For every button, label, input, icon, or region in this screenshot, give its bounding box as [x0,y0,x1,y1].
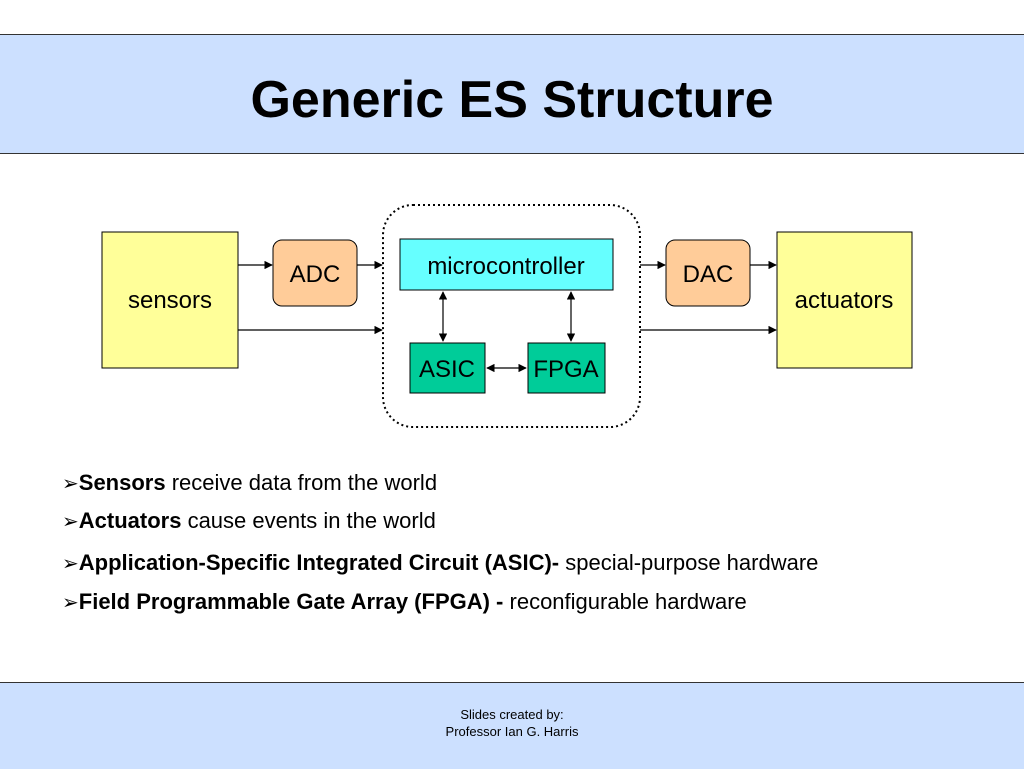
bullet-term: Actuators [78,508,182,533]
bullet-term: Field Programmable Gate Array (FPGA) - [78,589,504,614]
bullet-item: ➢Field Programmable Gate Array (FPGA) - … [62,589,747,615]
bullet-term: Sensors [78,470,166,495]
actuators-box [776,231,913,369]
footer-credits: Slides created by: Professor Ian G. Harr… [0,706,1024,740]
adc-label: ADC [290,261,341,288]
microcontroller-box [399,238,614,291]
asic-box [409,342,486,394]
microcontroller-label: microcontroller [427,253,584,280]
footer-bar [0,682,1024,769]
sensors-label: sensors [128,287,212,314]
footer-line-1: Slides created by: [460,707,564,722]
adc-box [272,239,358,307]
actuators-label: actuators [795,287,894,314]
bullet-term: Application-Specific Integrated Circuit … [78,550,560,575]
bullet-description: special-purpose hardware [559,550,819,575]
bullet-item: ➢Sensors receive data from the world [62,470,437,496]
fpga-box [527,342,606,394]
title-bar [0,34,1024,154]
processing-boundary [382,204,641,428]
bullet-item: ➢Actuators cause events in the world [62,508,436,534]
arrow-bullet-icon: ➢ [62,592,79,614]
bullet-description: reconfigurable hardware [503,589,747,614]
dac-label: DAC [683,261,734,288]
bullet-description: cause events in the world [181,508,436,533]
bullet-item: ➢Application-Specific Integrated Circuit… [62,550,818,576]
bullet-description: receive data from the world [165,470,438,495]
dac-box [665,239,751,307]
asic-label: ASIC [419,356,475,383]
sensors-box [101,231,239,369]
arrow-bullet-icon: ➢ [62,511,79,533]
slide-title: Generic ES Structure [250,71,774,129]
arrow-bullet-icon: ➢ [62,553,79,575]
arrow-bullet-icon: ➢ [62,473,79,495]
footer-line-2: Professor Ian G. Harris [445,724,579,739]
fpga-label: FPGA [533,356,598,383]
